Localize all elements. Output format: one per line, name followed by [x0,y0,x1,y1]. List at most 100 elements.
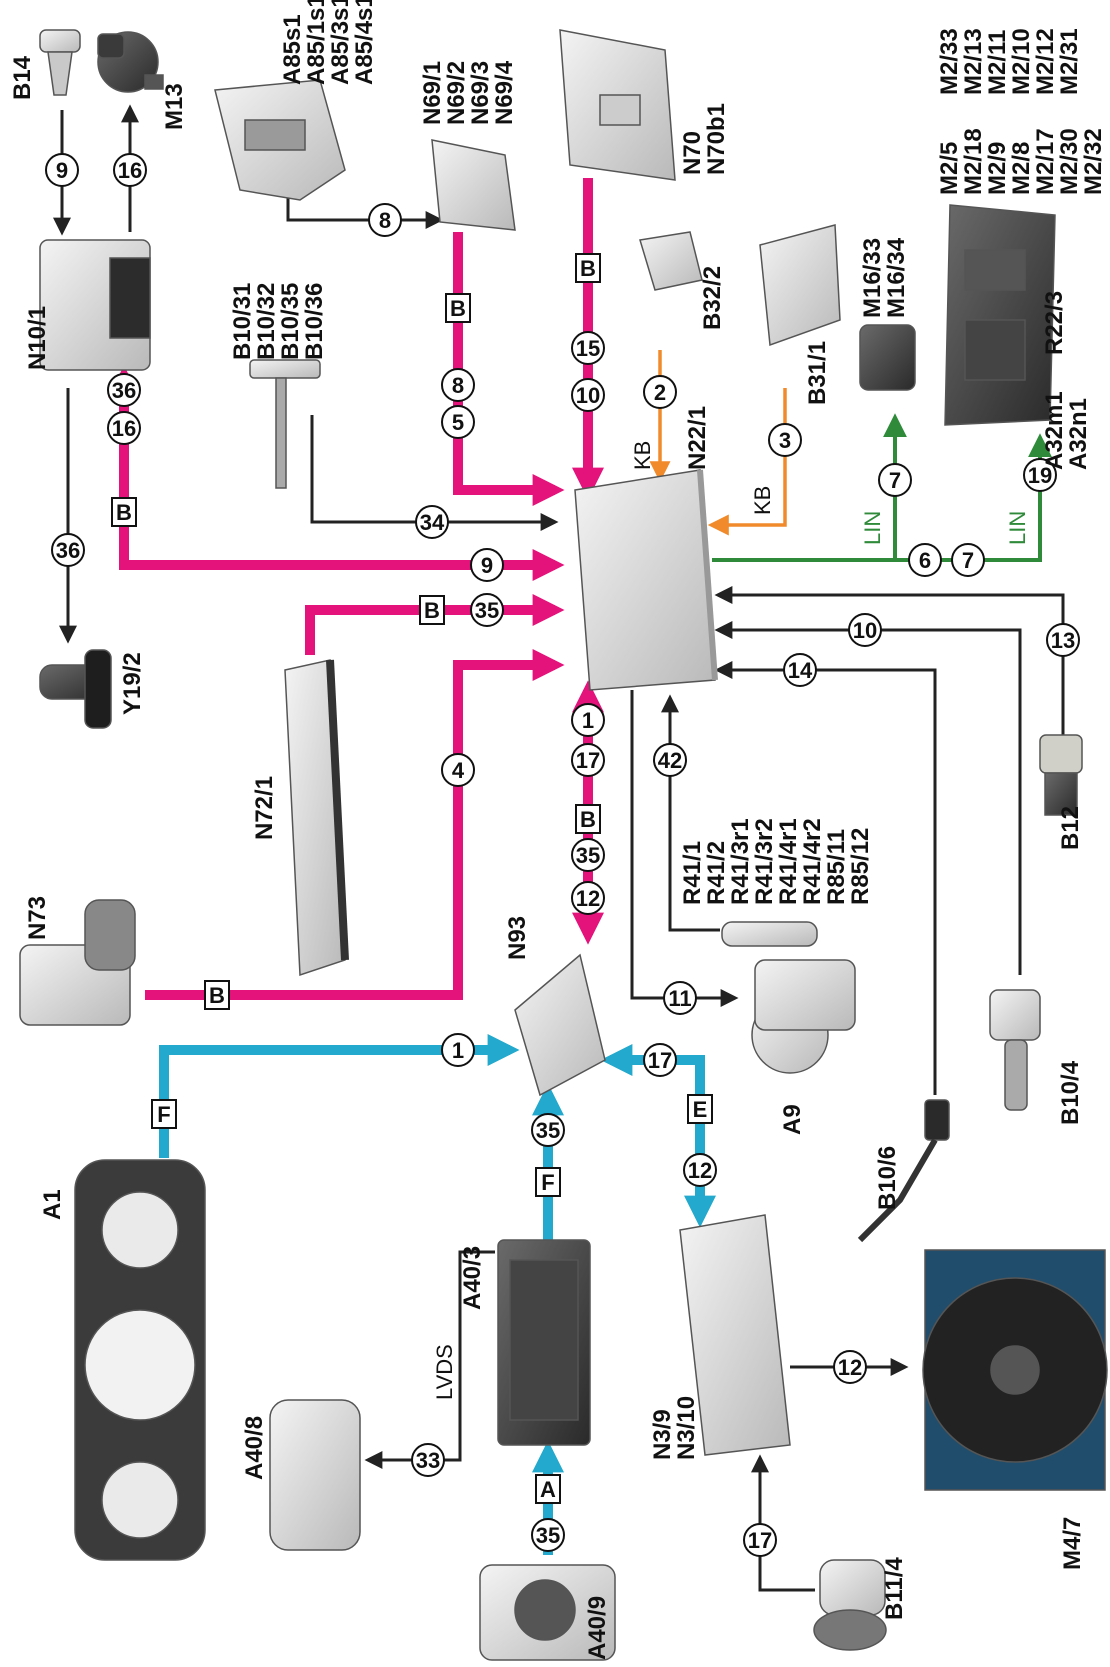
m16-actuator-image [859,324,916,391]
signal-12-n93: 12 [571,881,605,915]
lin-label-m16: LIN [860,511,885,545]
signal-number: 12 [838,1355,862,1380]
bus-box-b-n10: B [111,497,137,527]
signal-5-n69: 5 [441,405,475,439]
bus-box-b-n69: B [445,293,471,323]
label-n10-1: N10/1 [24,306,51,370]
bus-label: F [541,1170,554,1195]
bus-label: B [580,256,596,281]
a9-compressor-image [751,959,856,1074]
bus-label: B [450,296,466,321]
label-m2-line: M2/5 [936,142,963,195]
signal-13-b12: 13 [1046,623,1080,657]
signal-number: 42 [658,748,682,773]
label-n72-1: N72/1 [251,776,278,840]
label-r41-line: R85/12 [847,828,874,905]
signal-number: 7 [962,548,974,573]
lin-label-hvac: LIN [1005,511,1030,545]
bus-boxes: B B B B B B F F [111,253,713,1504]
label-m4-7: M4/7 [1059,1517,1086,1570]
signal-16-m13: 16 [113,153,147,187]
bus-box-b-n93: B [575,804,601,834]
signal-7-lin: 7 [951,543,985,577]
signal-number: 14 [788,658,813,683]
bus-box-b-n72: B [419,595,445,625]
label-a40-3: A40/3 [459,1246,486,1310]
signal-number: 6 [919,548,931,573]
bus-label: B [580,807,596,832]
signal-number: 35 [475,598,499,623]
label-r41-group: R41/1 R41/2 R41/3r1 R41/3r2 R41/4r1 R41/… [679,818,874,905]
label-r41-line: R41/4r1 [775,818,802,905]
signal-34-b10: 34 [415,505,449,539]
bus-label: F [157,1102,170,1127]
a40-8-display-image [269,1399,361,1551]
signal-35-a40-9: 35 [531,1518,565,1552]
signal-17-b11: 17 [743,1523,777,1557]
signal-number: 10 [853,618,877,643]
b32-2-sensor-image [639,231,703,291]
label-n70-group: N70 N70b1 [679,103,730,175]
label-m2-line: M2/10 [1008,28,1035,95]
label-r41-line: R41/1 [679,841,706,905]
n22-1-control-unit-image [574,469,718,691]
bus-label: B [424,598,440,623]
signal-number: 16 [112,416,136,441]
signal-8-n69: 8 [441,368,475,402]
signal-14-b10-6: 14 [783,653,817,687]
wire-n10-bidir [107,365,565,582]
label-a85-line: A85s1 [279,14,306,85]
b11-4-sensor-image [813,1559,887,1651]
signal-number: 36 [112,378,136,403]
signal-number: 9 [56,158,68,183]
signal-number: 17 [748,1528,772,1553]
bus-box-f-a40-3: F [535,1167,561,1197]
signal-35-n72: 35 [470,593,504,627]
signal-11-a9: 11 [663,981,697,1015]
bus-box-a-a40-9: A [535,1474,561,1504]
y19-2-valve-image [39,649,112,729]
label-b10-line: B10/36 [301,283,328,360]
wire-b12-to-n22 [714,586,1065,735]
label-m2-line: M2/13 [960,28,987,95]
a1-cluster-image [74,1159,206,1561]
signal-19-hvac: 19 [1023,458,1057,492]
signal-35-a40-3: 35 [531,1113,565,1147]
signal-number: 11 [668,986,691,1011]
signal-10-b10-4: 10 [848,613,882,647]
label-n22-1: N22/1 [684,406,711,470]
signal-number: 9 [481,553,493,578]
signal-36-n10-a: 36 [107,373,141,407]
label-b10-line: B10/35 [277,283,304,360]
label-n70-line: N70 [679,131,706,175]
signal-10-n70: 10 [571,378,605,412]
label-a9: A9 [779,1104,806,1135]
signal-4-n73: 4 [441,753,475,787]
label-n3-line: N3/9 [649,1409,676,1460]
bus-label: B [209,983,225,1008]
signal-number: 2 [654,380,666,405]
wire-b10-4-to-n22 [714,621,1022,975]
label-m2-line: M2/11 [984,30,1011,95]
signal-number: 4 [452,758,465,783]
label-m2-line: M2/33 [936,28,963,95]
label-b11-4: B11/4 [881,1557,908,1620]
label-m2-line: M2/31 [1056,28,1083,95]
signal-6-lin: 6 [908,543,942,577]
label-n3-line: N3/10 [673,1396,700,1460]
label-n73: N73 [24,896,51,940]
label-a40-8: A40/8 [241,1416,268,1480]
label-m2-line: M2/32 [1080,128,1107,195]
label-b10-6: B10/6 [874,1146,901,1210]
b10-sensor-image [249,359,321,489]
wire-b10-to-n22 [310,415,559,531]
label-r41-line: R85/11 [823,829,850,905]
pink-bus-wires [107,178,605,1000]
signal-number: 17 [576,748,600,773]
bus-label: A [540,1477,556,1502]
bus-label: B [116,500,132,525]
label-b14: B14 [9,55,36,100]
label-n69-group: N69/1 N69/2 N69/3 N69/4 [419,60,518,125]
bus-box-b-n70: B [575,253,601,283]
